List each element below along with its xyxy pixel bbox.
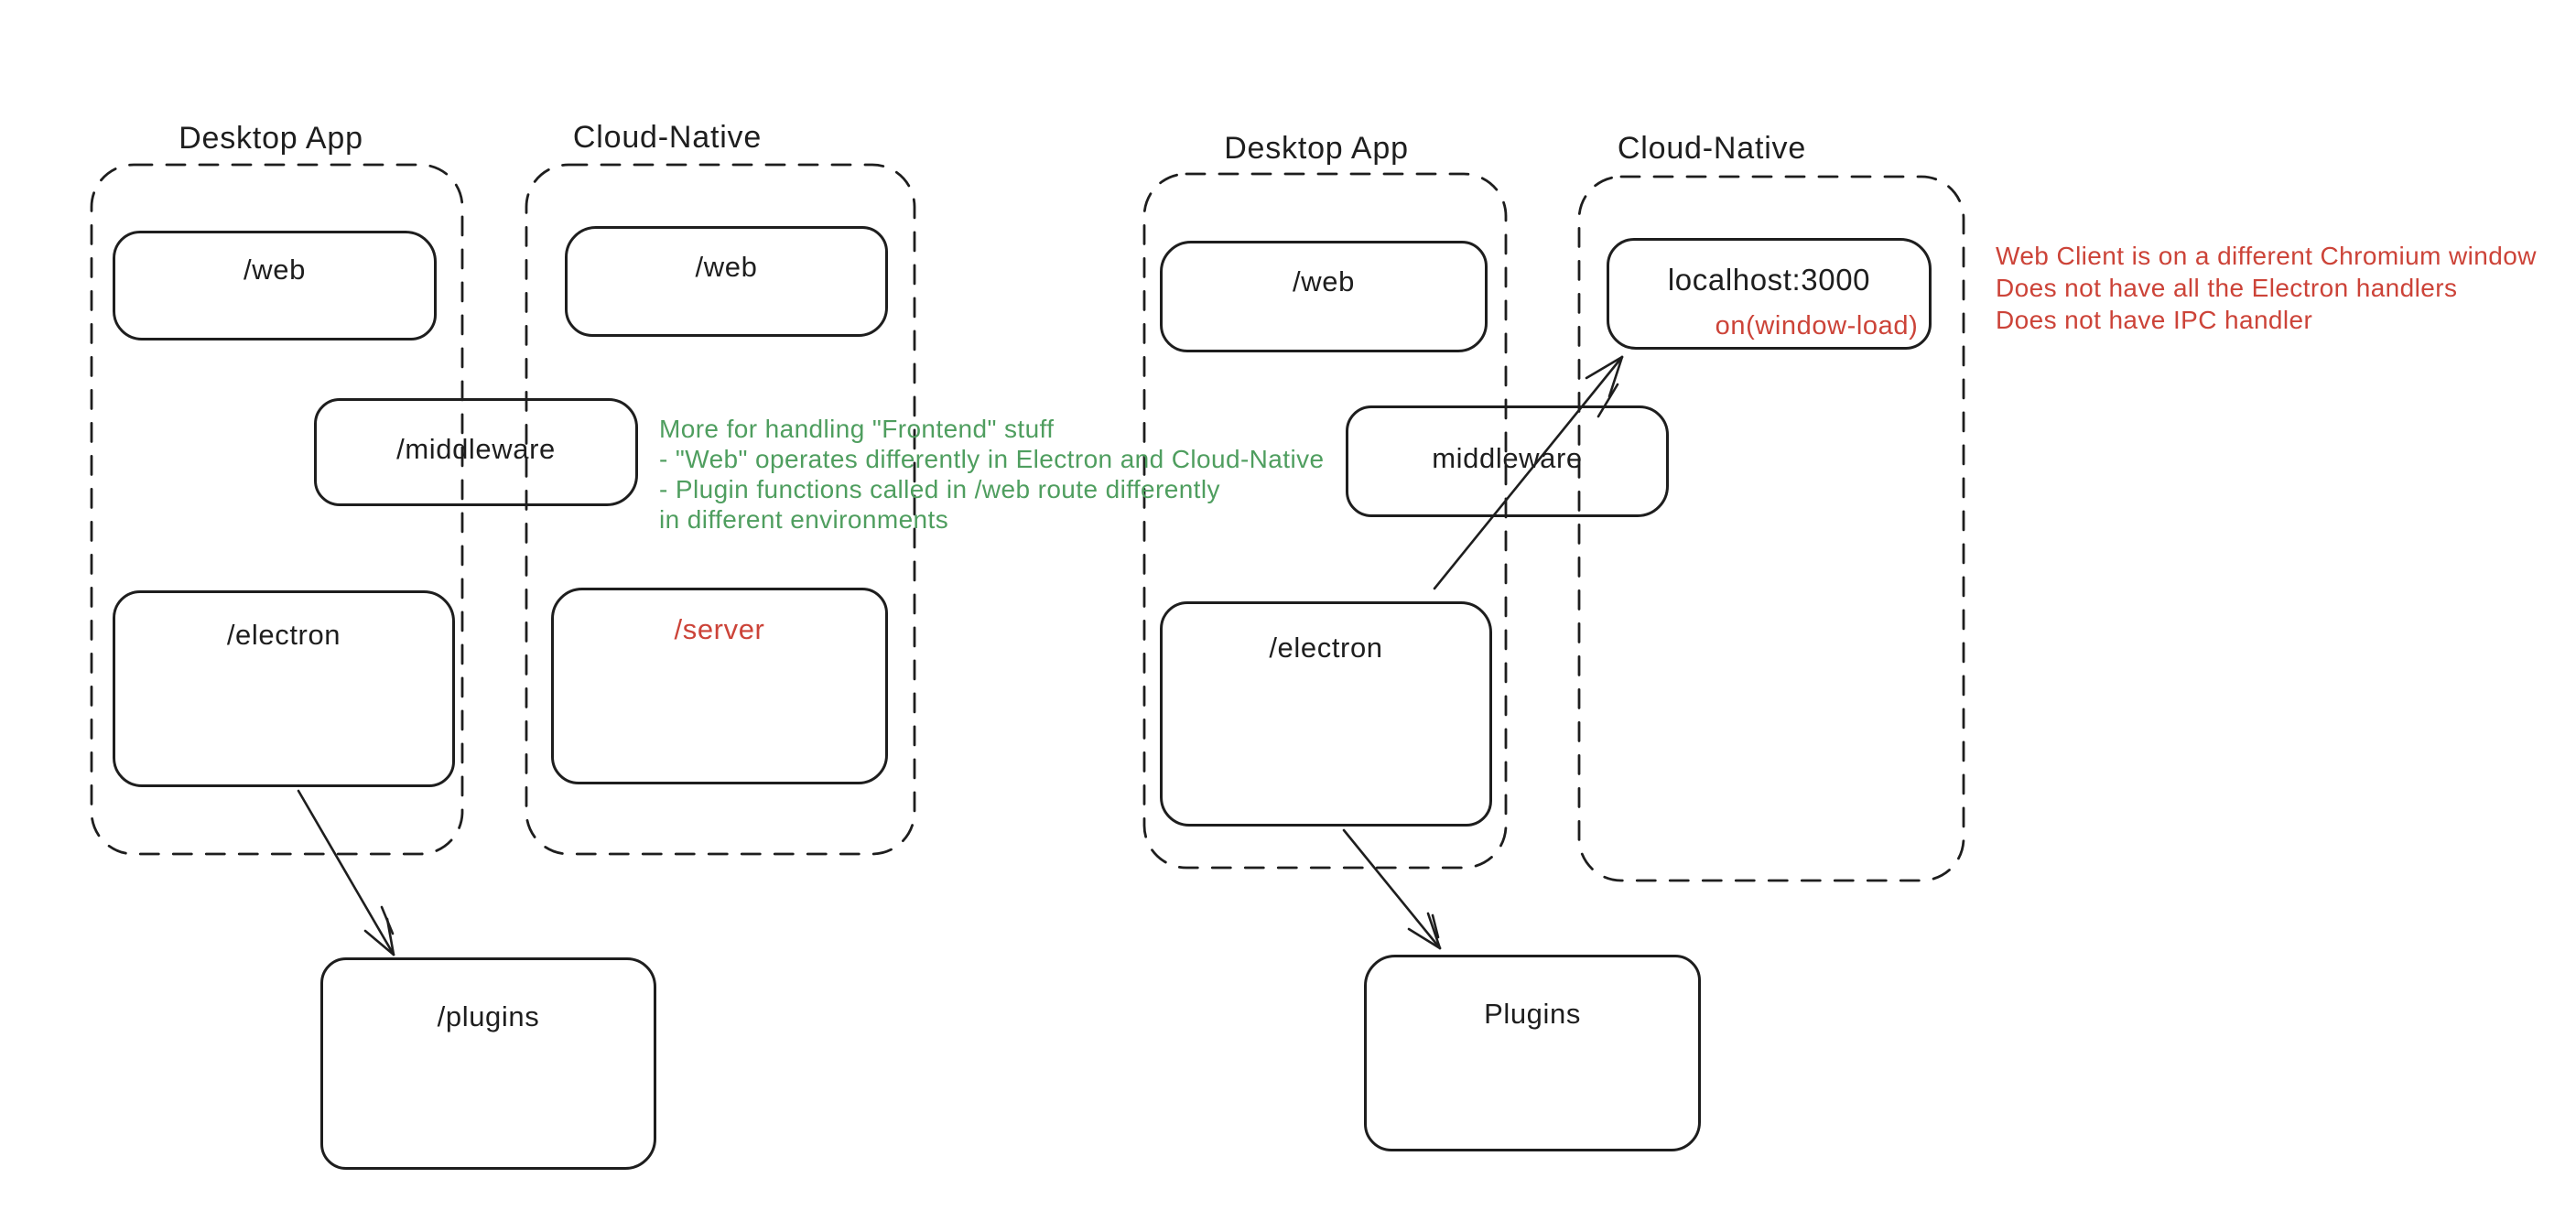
right-desktop-web-label: /web [1293, 265, 1355, 297]
left-server-label: /server [674, 613, 765, 645]
green-annotation-line: - "Web" operates differently in Electron… [659, 445, 1325, 473]
left-plugins-label: /plugins [437, 1000, 540, 1032]
left-electron-box[interactable]: /electron [113, 590, 455, 787]
left-desktop-app-title[interactable]: Desktop App [179, 121, 363, 156]
left-electron-label: /electron [226, 619, 341, 651]
right-middleware-label: middleware [1432, 442, 1583, 474]
right-desktop-web-box[interactable]: /web [1160, 241, 1488, 352]
right-plugins-box[interactable]: Plugins [1364, 955, 1701, 1151]
right-electron-box[interactable]: /electron [1160, 601, 1492, 827]
green-annotation[interactable]: More for handling "Frontend" stuff - "We… [659, 414, 1324, 535]
arrow-electron-to-plugins-right[interactable] [1342, 828, 1442, 950]
localhost-label: localhost:3000 [1667, 263, 1871, 297]
right-middleware-box[interactable]: middleware [1346, 405, 1669, 517]
localhost-box[interactable]: localhost:3000 on(window-load) [1607, 238, 1932, 350]
left-plugins-box[interactable]: /plugins [320, 957, 656, 1170]
left-middleware-box[interactable]: /middleware [314, 398, 638, 506]
left-server-box[interactable]: /server [551, 588, 888, 784]
green-annotation-line: More for handling "Frontend" stuff [659, 415, 1055, 443]
red-annotation-line: Web Client is on a different Chromium wi… [1996, 242, 2537, 270]
red-annotation[interactable]: Web Client is on a different Chromium wi… [1996, 240, 2537, 336]
right-plugins-label: Plugins [1484, 998, 1581, 1030]
left-cloud-web-label: /web [695, 251, 758, 283]
green-annotation-line: in different environments [659, 505, 949, 534]
left-middleware-label: /middleware [396, 433, 556, 465]
window-load-label: on(window-load) [1715, 311, 1919, 340]
right-electron-label: /electron [1269, 632, 1383, 664]
left-desktop-web-label: /web [244, 254, 306, 286]
right-desktop-app-title[interactable]: Desktop App [1224, 131, 1409, 166]
left-desktop-web-box[interactable]: /web [113, 231, 437, 340]
arrow-electron-to-plugins-left[interactable] [297, 789, 395, 956]
left-cloud-web-box[interactable]: /web [565, 226, 888, 337]
right-cloud-native-title[interactable]: Cloud-Native [1617, 131, 1807, 166]
green-annotation-line: - Plugin functions called in /web route … [659, 475, 1220, 503]
red-annotation-line: Does not have IPC handler [1996, 306, 2313, 334]
left-cloud-native-title[interactable]: Cloud-Native [572, 120, 763, 155]
red-annotation-line: Does not have all the Electron handlers [1996, 274, 2458, 302]
